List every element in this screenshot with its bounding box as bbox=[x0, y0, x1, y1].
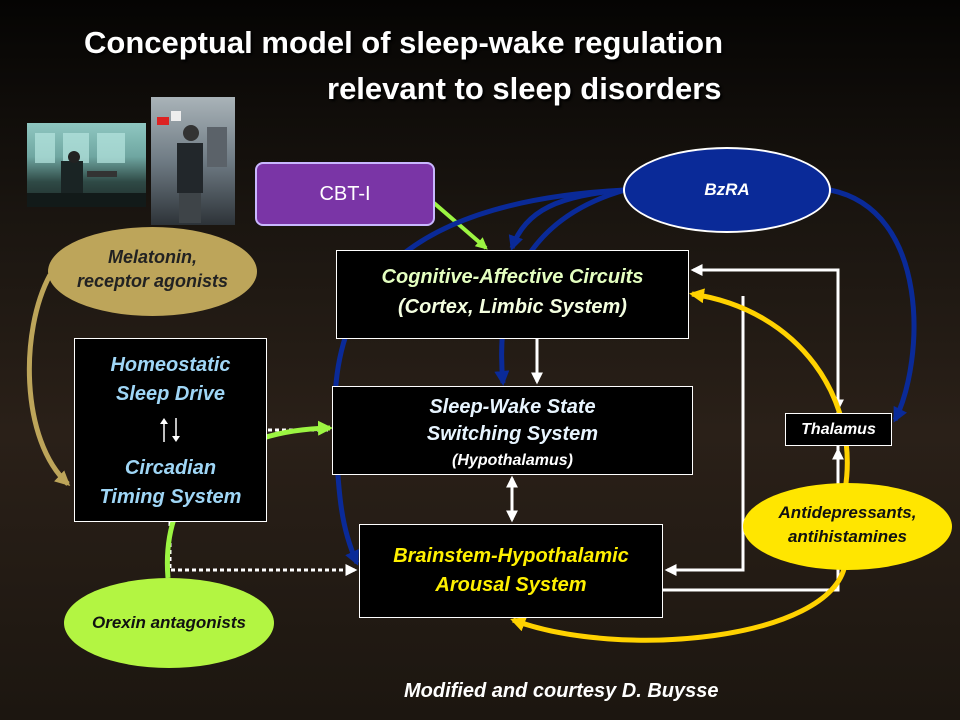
melatonin-line-2: receptor agonists bbox=[76, 271, 229, 291]
cbti-box: CBT-I bbox=[255, 162, 435, 226]
arrow-bzra-thalamus bbox=[829, 187, 917, 423]
melatonin-line-1: Melatonin, bbox=[108, 247, 197, 267]
bzra-ellipse: BzRA bbox=[623, 147, 831, 233]
title-line-1: Conceptual model of sleep-wake regulatio… bbox=[84, 25, 724, 60]
circadian-line-2: Timing System bbox=[99, 486, 242, 508]
subject-photo bbox=[151, 97, 235, 225]
arrow-bzra-arousal bbox=[332, 187, 626, 566]
thalamus-box: Thalamus bbox=[785, 413, 892, 446]
switching-line-3: (Hypothalamus) bbox=[452, 452, 573, 469]
cognitive-affective-box: Cognitive-Affective Circuits (Cortex, Li… bbox=[336, 250, 689, 339]
melatonin-ellipse: Melatonin, receptor agonists bbox=[48, 227, 257, 316]
arrow-cog-to-arousal bbox=[664, 296, 745, 576]
arrow-melatonin bbox=[26, 273, 71, 487]
homeostatic-circadian-box: Homeostatic Sleep Drive Circadian Timing… bbox=[74, 338, 267, 522]
arousal-line-1: Brainstem-Hypothalamic bbox=[393, 545, 629, 567]
cognitive-line-1: Cognitive-Affective Circuits bbox=[381, 266, 644, 288]
homeostatic-line-2: Sleep Drive bbox=[116, 383, 225, 405]
up-down-arrows-icon bbox=[160, 418, 180, 442]
antidepressants-ellipse: Antidepressants, antihistamines bbox=[743, 483, 952, 570]
switching-line-2: Switching System bbox=[426, 423, 599, 445]
arrow-anti-arousal bbox=[510, 564, 848, 643]
sleep-lab-photo bbox=[27, 123, 146, 207]
cognitive-line-2: (Cortex, Limbic System) bbox=[398, 296, 627, 318]
arousal-system-box: Brainstem-Hypothalamic Arousal System bbox=[359, 524, 663, 618]
arousal-line-2: Arousal System bbox=[435, 574, 587, 596]
orexin-ellipse: Orexin antagonists bbox=[64, 578, 274, 668]
title-line-2: relevant to sleep disorders bbox=[327, 71, 722, 106]
switching-line-1: Sleep-Wake State bbox=[429, 396, 596, 418]
circadian-line-1: Circadian bbox=[124, 457, 217, 479]
arrow-anti-cog bbox=[689, 288, 850, 491]
dotted-circadian-to-arousal bbox=[168, 522, 358, 576]
arrow-bzra-cog bbox=[508, 187, 626, 251]
credit-text: Modified and courtesy D. Buysse bbox=[404, 680, 719, 702]
arrow-cbti bbox=[432, 201, 488, 250]
homeostatic-line-1: Homeostatic bbox=[110, 354, 231, 376]
antidepressants-line-2: antihistamines bbox=[787, 527, 908, 546]
sleep-wake-switching-box: Sleep-Wake State Switching System (Hypot… bbox=[332, 386, 693, 475]
antidepressants-line-1: Antidepressants, bbox=[778, 503, 917, 522]
